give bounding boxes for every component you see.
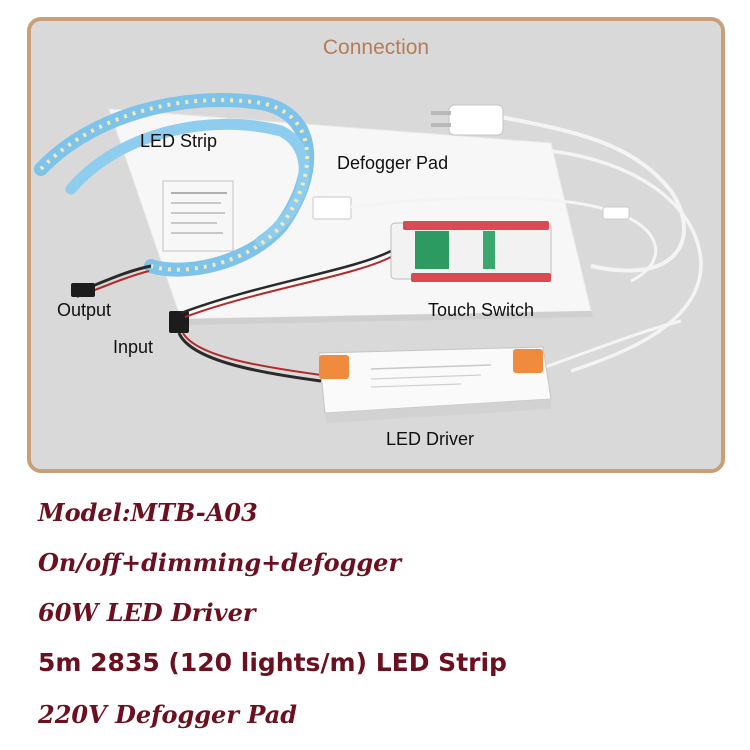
mains-cable-loop — [550, 149, 703, 373]
spec-defogger-pad: 220V Defogger Pad — [38, 700, 298, 729]
input-cable — [177, 332, 322, 383]
spec-driver: 60W LED Driver — [38, 598, 256, 627]
label-led-driver: LED Driver — [386, 429, 475, 449]
label-output: Output — [57, 300, 112, 320]
mains-cable — [500, 115, 686, 273]
pad-connector — [312, 196, 352, 220]
touch-switch-red-top — [403, 221, 549, 230]
diagram-title: Connection — [322, 36, 430, 59]
label-touch-switch: Touch Switch — [428, 300, 535, 320]
sheet-shadow — [181, 311, 593, 325]
led-strip-chips — [39, 98, 310, 272]
input-cable-red — [182, 332, 322, 376]
input-connector — [169, 311, 189, 333]
touch-switch-strip — [483, 231, 495, 269]
label-led-strip: LED Strip — [140, 131, 218, 151]
spec-model: Model:MTB-A03 — [38, 498, 258, 527]
connection-diagram-frame: Connection LED Strip Defogger Pad Output… — [27, 17, 725, 473]
spec-functions: On/off+dimming+defogger — [38, 548, 402, 577]
switch-to-strip-cable — [180, 249, 392, 315]
driver-cable — [544, 319, 682, 369]
switch-to-strip-cable-red — [184, 256, 392, 318]
touch-switch-red-bottom — [411, 273, 551, 282]
led-driver-box — [318, 346, 552, 423]
label-input: Input — [113, 337, 154, 357]
output-connector — [71, 283, 95, 297]
power-plug — [431, 104, 504, 136]
spec-led-strip: 5m 2835 (120 lights/m) LED Strip — [38, 648, 507, 677]
touch-switch-pcb — [415, 231, 449, 269]
connection-photo — [31, 21, 721, 469]
label-defogger-pad: Defogger Pad — [337, 153, 449, 173]
sheet-print — [162, 180, 234, 252]
pad-cable — [350, 196, 658, 283]
inline-connector — [602, 206, 630, 220]
